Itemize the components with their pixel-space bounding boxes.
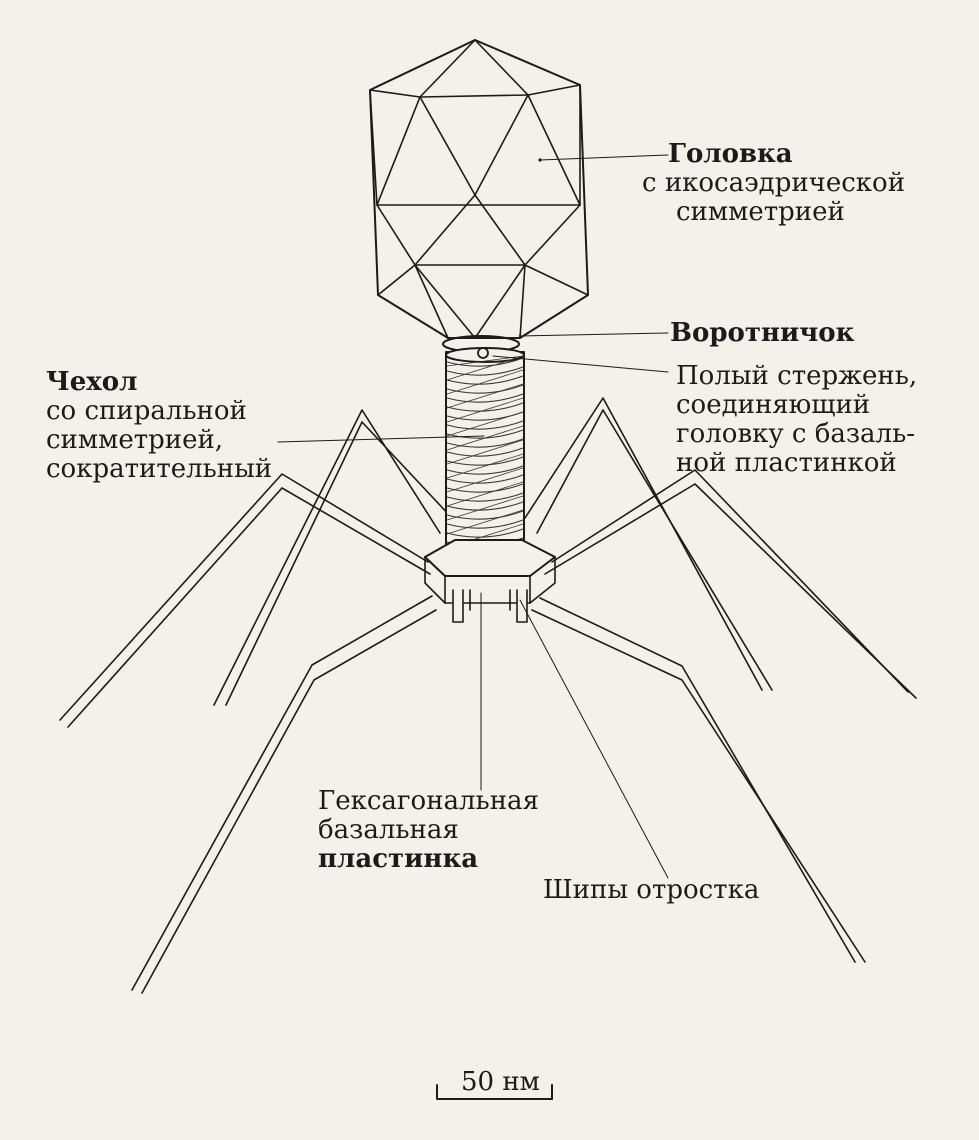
label-plate-line3: пластинка [318, 844, 479, 874]
label-plate-line1: Гексагональная [318, 786, 539, 816]
label-sheath-line2: симметрией, [46, 425, 224, 455]
label-core-line4: ной пластинкой [676, 448, 897, 478]
tail-fibers-back [213, 397, 773, 706]
label-sheath-title: Чехол [46, 367, 138, 397]
label-collar: Воротничок [670, 318, 855, 348]
label-head-line1: с икосаэдрической [642, 168, 906, 198]
contractile-sheath [445, 347, 525, 570]
label-core-line3: головку с базаль- [676, 419, 916, 449]
label-core-line1: Полый стержень, [676, 361, 918, 391]
hexagonal-base-plate [424, 539, 556, 623]
label-sheath-line1: со спиральной [46, 396, 247, 426]
icosahedral-head [369, 39, 589, 339]
label-spikes: Шипы отростка [543, 875, 760, 905]
label-core-line2: соединяющий [676, 390, 871, 420]
label-head-line2: симметрией [676, 197, 845, 227]
leader-lines [277, 154, 669, 879]
label-sheath-line3: сократительный [46, 454, 273, 484]
label-head-title: Головка [668, 139, 793, 169]
label-plate-line2: базальная [318, 815, 459, 845]
scale-bar [436, 1084, 553, 1100]
tail-fibers-front [59, 469, 917, 994]
scale-bar-label: 50 нм [461, 1067, 540, 1097]
